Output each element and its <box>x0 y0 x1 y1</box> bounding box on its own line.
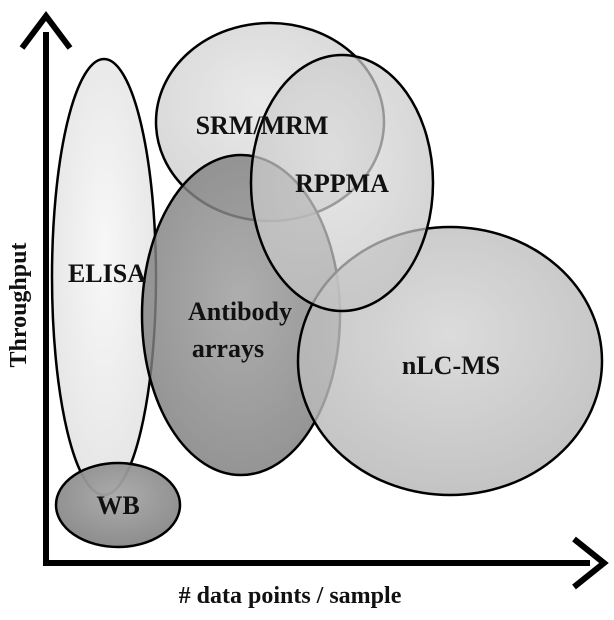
y-axis-arrowhead <box>19 11 73 50</box>
label-antibody-arrays-line1: Antibody <box>188 297 292 326</box>
x-axis-arrowhead <box>572 536 609 590</box>
region-wb <box>54 461 182 549</box>
x-axis-label: # data points / sample <box>179 583 402 609</box>
label-nlc-ms: nLC-MS <box>402 351 500 380</box>
label-wb: WB <box>96 491 139 520</box>
label-elisa: ELISA <box>68 259 146 288</box>
label-srm-mrm: SRM/MRM <box>196 111 329 140</box>
label-rppma: RPPMA <box>295 169 389 198</box>
label-antibody-arrays-line2: arrays <box>192 334 264 363</box>
y-axis-label: Throughput <box>6 243 32 368</box>
region-rppma <box>249 53 435 313</box>
